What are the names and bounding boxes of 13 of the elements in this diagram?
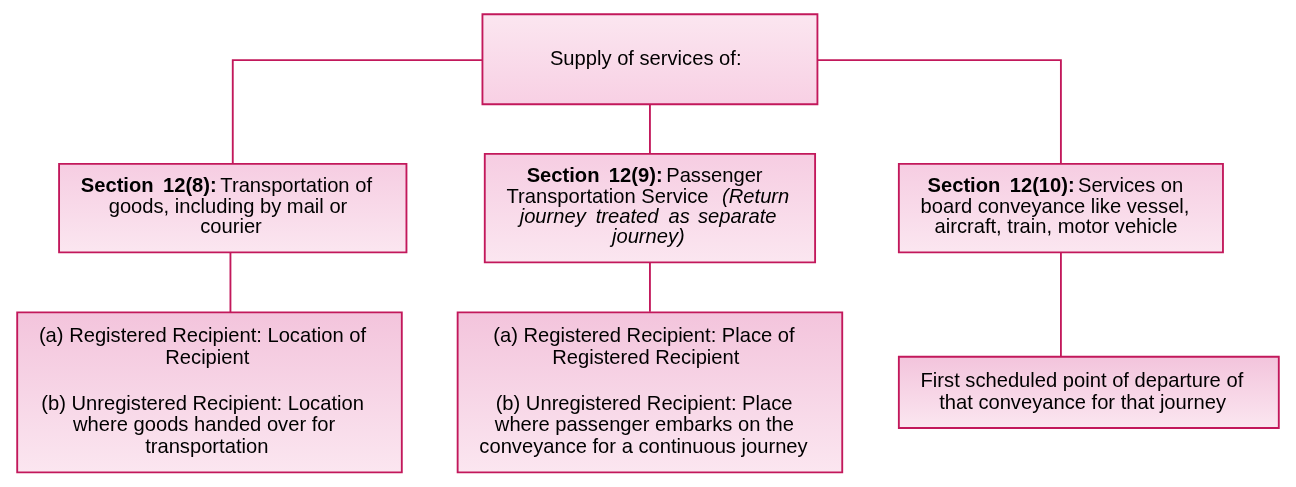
connector (649, 103, 651, 155)
connector (229, 251, 232, 314)
connector (231, 59, 483, 165)
connector (1060, 251, 1062, 358)
node-box: Section 12(10): Services on board conveyance like vessel, aircraft, train, motor vehicle (897, 163, 1224, 254)
node-box: (a) Registered Recipient: Location of Recipient (b) Unregistered Recipient: Location where goods handed over for transportation (16, 311, 403, 474)
connector (649, 261, 651, 313)
node-box: Section 12(8): Transportation of goods, including by mail or courier (58, 163, 408, 254)
node-box: First scheduled point of departure of that conveyance for that journey (897, 355, 1280, 429)
connector (816, 59, 1062, 165)
node-box: Supply of services of: (481, 13, 819, 106)
node-box: Section 12(9): Passenger Transportation Service (Return journey treated as separate journey) (483, 152, 817, 264)
node-box: (a) Registered Recipient: Place of Registered Recipient (b) Unregistered Recipient: Place where passenger embarks on the conveyance for a continuous journey (456, 311, 844, 474)
